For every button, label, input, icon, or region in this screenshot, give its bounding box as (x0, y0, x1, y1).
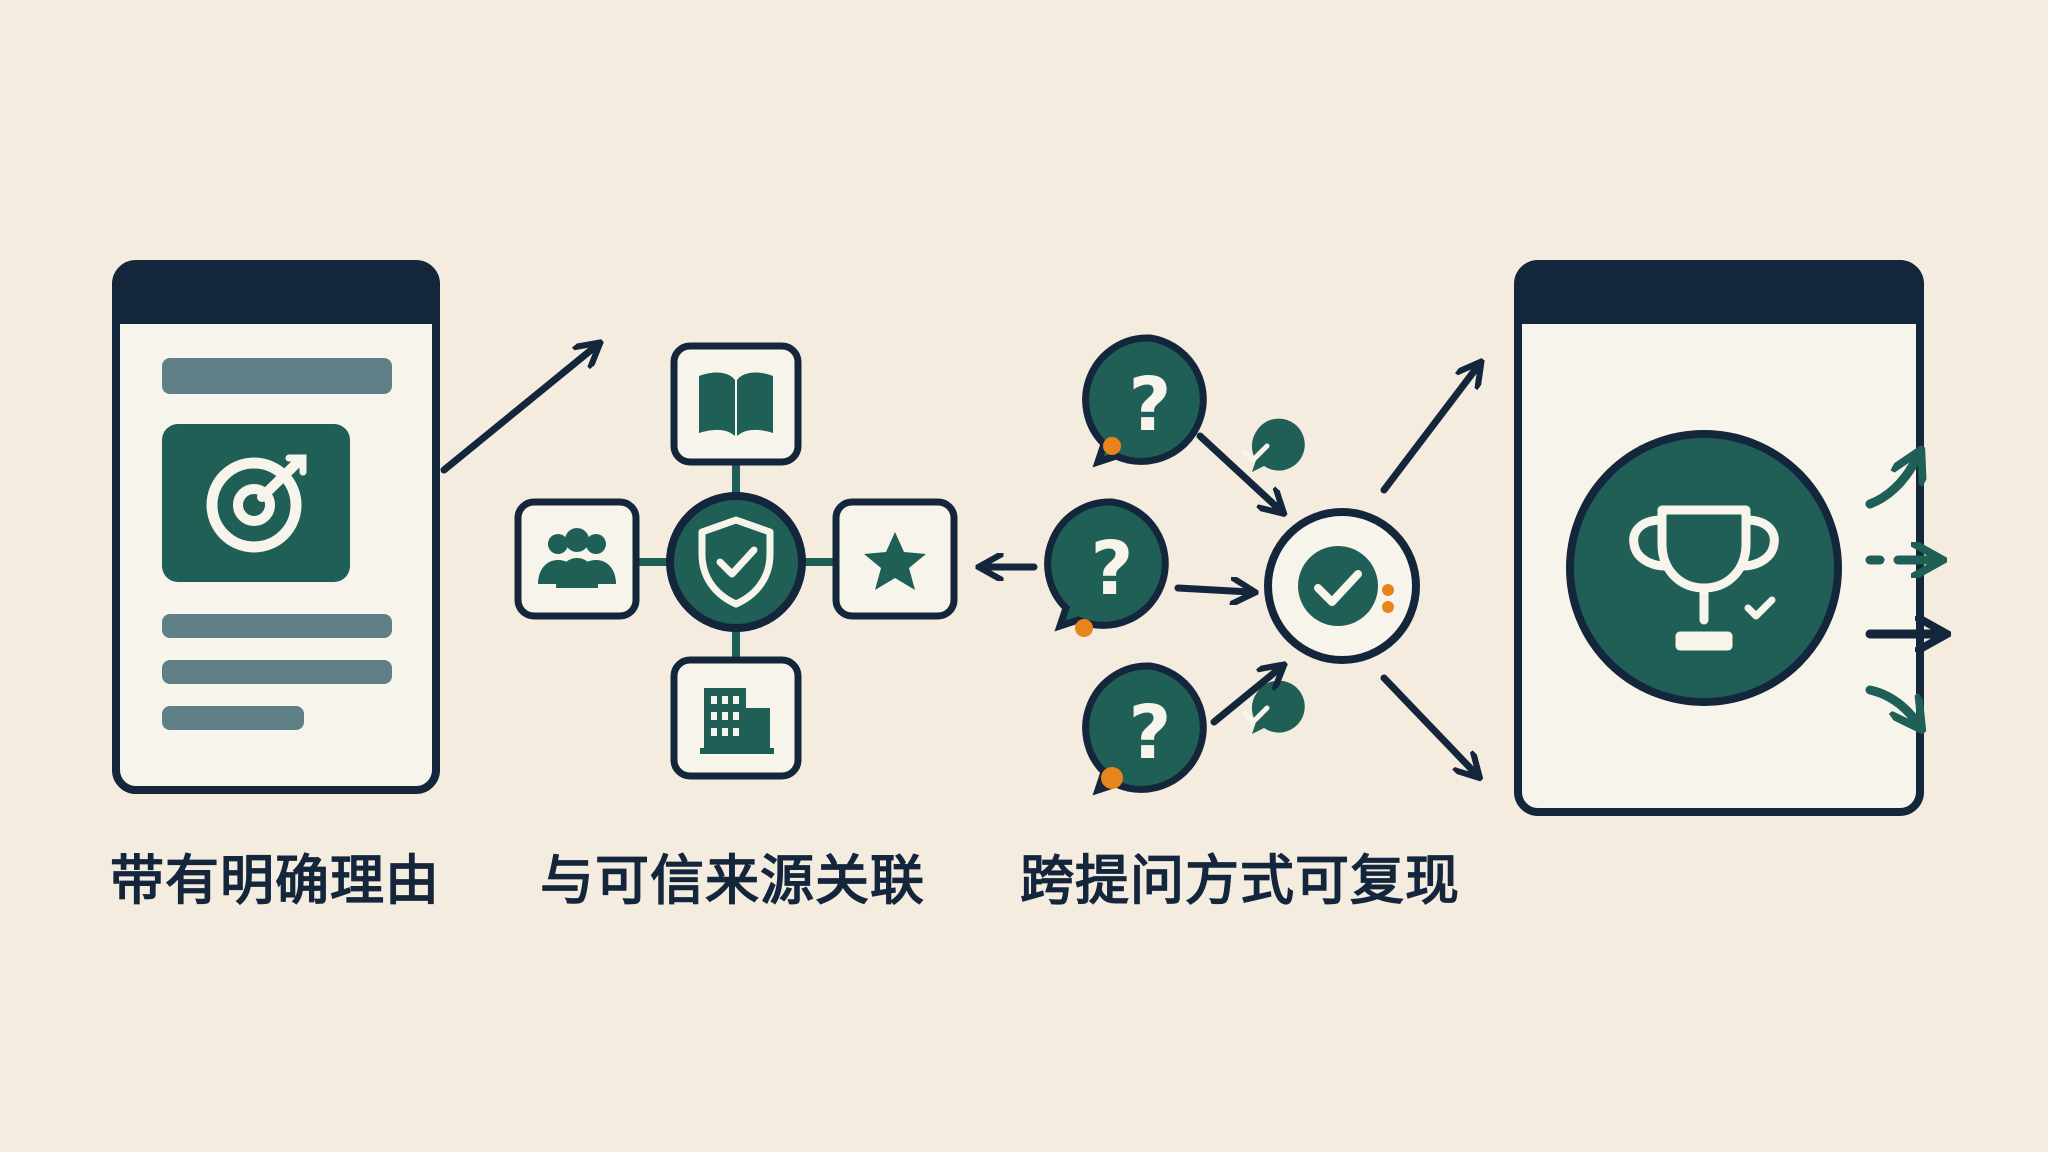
question-bubble: ? (1082, 662, 1207, 796)
trophy-badge (1566, 430, 1842, 706)
star-icon (864, 532, 926, 590)
text-line (162, 706, 304, 730)
trophy-icon (1629, 505, 1779, 651)
caption-reasoned: 带有明确理由 (110, 849, 440, 912)
check-circle-icon (1298, 546, 1378, 626)
book-source-box (670, 342, 802, 466)
text-line (162, 358, 392, 394)
text-line (162, 660, 392, 684)
small-check-badge (1242, 680, 1305, 734)
target-tile (162, 424, 350, 582)
sources-network (514, 342, 958, 780)
result-header-bar (1518, 264, 1920, 324)
building-source-box (670, 656, 802, 780)
result-panel (1514, 260, 1940, 816)
consensus-check-node (1264, 508, 1420, 664)
people-icon (538, 528, 616, 588)
book-icon (699, 372, 773, 436)
shield-check-icon (698, 516, 774, 608)
caption-reproducible: 跨提问方式可复现 (1020, 849, 1460, 912)
arrow-doc-to-sources (440, 346, 596, 474)
small-check-badge (1242, 418, 1305, 472)
question-icon: ? (1129, 362, 1172, 448)
document-header-bar (116, 264, 436, 324)
question-bubble: ? (1044, 498, 1169, 637)
notification-dot (1101, 767, 1123, 789)
output-arrows (1865, 456, 1940, 724)
building-icon (700, 688, 774, 754)
notification-dot (1103, 437, 1121, 455)
question-icon: ? (1129, 690, 1172, 776)
caption-trusted-sources: 与可信来源关联 (540, 849, 925, 912)
notification-dot (1075, 619, 1093, 637)
document-panel (112, 260, 440, 794)
star-source-box (832, 498, 958, 620)
target-icon (206, 454, 307, 553)
question-icon: ? (1091, 526, 1134, 612)
question-cluster: ? ? ? (1044, 334, 1478, 796)
people-source-box (514, 498, 640, 620)
trust-shield-node (666, 492, 806, 632)
question-bubble: ? (1082, 334, 1207, 468)
text-line (162, 614, 392, 638)
